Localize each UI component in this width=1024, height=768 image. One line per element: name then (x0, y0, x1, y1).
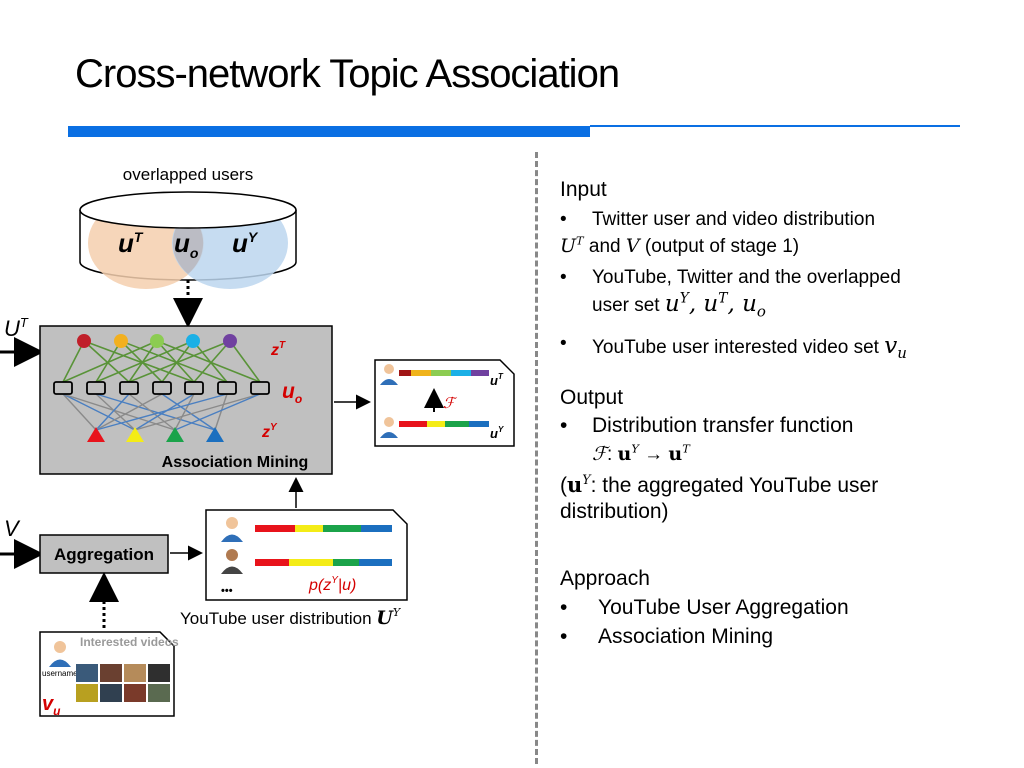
output-heading: Output (560, 385, 624, 409)
association-mining-label: Association Mining (162, 454, 309, 471)
more-users-ellipsis: ••• (221, 585, 233, 597)
vu-label: vu (42, 693, 61, 718)
user-icon-twitter (380, 364, 398, 385)
user-icon-2 (221, 549, 243, 574)
zY-label: zY (261, 422, 278, 441)
youtube-topic-node-4 (206, 427, 224, 442)
slide-title: Cross-network Topic Association (75, 52, 620, 96)
venn-label-uY: uY (232, 228, 259, 258)
venn-label-uo: uo (174, 228, 199, 261)
input-line-UT-V: UT and V (output of stage 1) (560, 233, 800, 258)
twitter-topic-node-5 (223, 334, 237, 348)
twitter-topic-edges (62, 340, 261, 383)
aggregation-label: Aggregation (54, 545, 154, 564)
title-underline-thin (590, 125, 960, 127)
association-diagram: overlapped users uT uo uY UT (0, 165, 515, 718)
approach-item-1: YouTube User Aggregation (560, 595, 1000, 622)
approach-heading: Approach (560, 567, 650, 591)
input-V-label: V (4, 516, 21, 541)
user-distribution-bar-2 (255, 559, 392, 566)
interested-videos-label: Interested videos (80, 635, 179, 649)
user-icon-youtube (380, 417, 398, 438)
youtube-user-distribution-doc (205, 509, 408, 601)
doc-uY-label: uY (490, 425, 504, 441)
approach-item-2: Association Mining (560, 624, 1000, 651)
username-label: username (42, 669, 78, 678)
youtube-distribution-bar (399, 421, 489, 427)
input-heading: Input (560, 178, 607, 201)
twitter-topic-node-3 (150, 334, 164, 348)
twitter-topic-node-2 (114, 334, 128, 348)
overlapped-user-boxes (53, 381, 270, 395)
overlapped-users-label: overlapped users (123, 165, 253, 184)
doc-uT-label: uT (490, 372, 504, 388)
probability-label: p(zY|u) (308, 575, 356, 594)
venn-label-uT: uT (118, 228, 144, 258)
zT-label: zT (270, 340, 286, 359)
user-distribution-bar-1 (255, 525, 392, 532)
youtube-topic-node-1 (87, 427, 105, 442)
twitter-topic-node-1 (77, 334, 91, 348)
user-icon-videos (49, 641, 71, 667)
uo-label: uo (282, 380, 302, 406)
input-UT-label: UT (4, 315, 29, 341)
column-divider (535, 152, 538, 764)
transfer-F-symbol: ℱ (443, 395, 458, 412)
youtube-user-distribution-label: YouTube user distribution UY (180, 606, 402, 629)
input-bullet-1: Twitter user and video distribution (560, 208, 1000, 233)
twitter-distribution-bar (399, 370, 489, 376)
twitter-topic-node-4 (186, 334, 200, 348)
association-mining-panel (39, 325, 333, 475)
input-bullet-3: YouTube user interested video set vu (560, 332, 1000, 363)
cylinder-top (79, 191, 297, 229)
youtube-topic-edges (62, 393, 261, 431)
transfer-function-formula: ℱ: uY → uT (592, 441, 690, 466)
aggregation-box (39, 534, 169, 574)
youtube-topic-node-3 (166, 427, 184, 442)
input-bullet-2: YouTube, Twitter and the overlappeduser … (560, 266, 1000, 322)
youtube-topic-node-2 (126, 427, 144, 442)
description-panel: Input Twitter user and video distributio… (560, 177, 1000, 651)
output-bullet: Distribution transfer function (560, 413, 1000, 440)
user-icon-1 (221, 517, 243, 542)
title-underline-thick (68, 126, 590, 137)
video-thumbnails (76, 664, 170, 702)
